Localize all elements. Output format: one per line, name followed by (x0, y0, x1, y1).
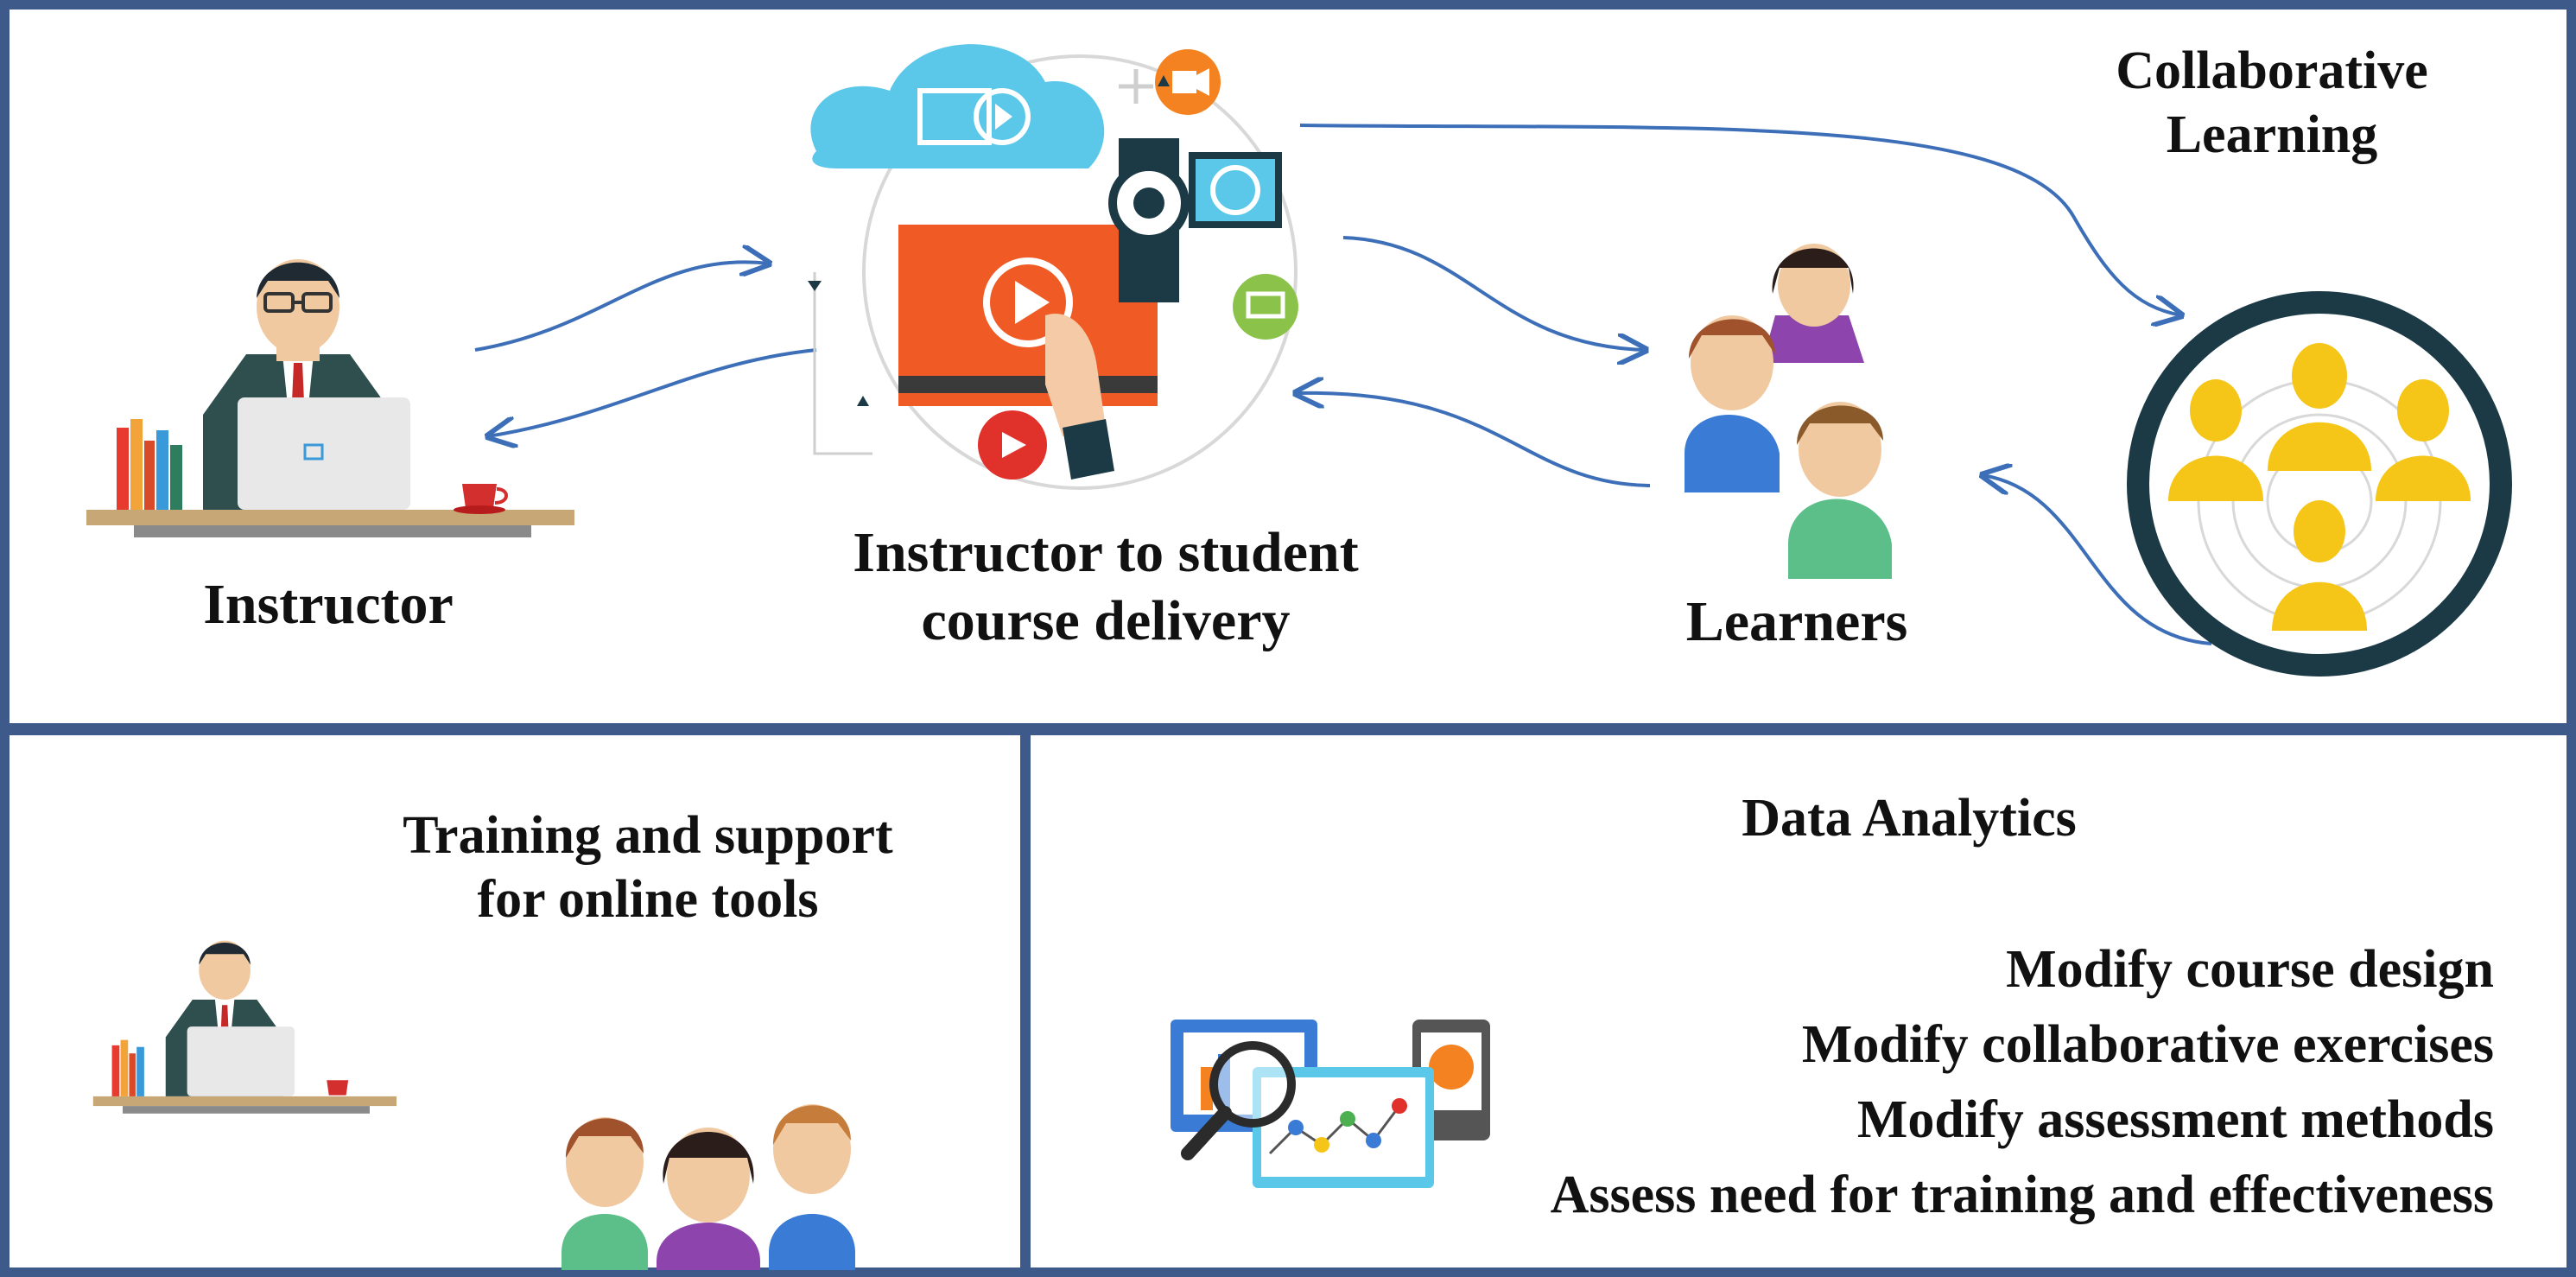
flow-arrows (474, 124, 2212, 645)
analytics-item-3: Modify assessment methods (1856, 1090, 2494, 1149)
instructor-label: Instructor (203, 573, 454, 636)
delivery-label: Instructor to student course delivery (760, 518, 1451, 655)
learners-label: Learners (1685, 590, 1908, 653)
arrow-delivery-to-collab (1299, 124, 2181, 315)
learners-illustration (1685, 244, 1892, 579)
arrow-instructor-to-delivery (474, 262, 769, 352)
analytics-item-1: Modify course design (2006, 940, 2494, 999)
course-delivery-illustration (808, 44, 1298, 490)
arrow-learners-to-delivery (1296, 393, 1651, 487)
delivery-label-line2: course delivery (921, 589, 1291, 653)
training-title-line1: Training and support (403, 806, 893, 865)
arrow-delivery-to-learners (1342, 236, 1646, 350)
small-instructor-illustration (92, 940, 397, 1114)
small-learners-illustration (562, 1104, 855, 1270)
training-title: Training and support for online tools (320, 804, 976, 932)
analytics-illustration (1171, 1020, 1490, 1188)
analytics-item-4: Assess need for training and effectivene… (1550, 1166, 2494, 1224)
data-analytics-title: Data Analytics (1742, 789, 2077, 848)
collab-label-line1: Collaborative (2116, 41, 2428, 100)
arrow-delivery-to-instructor (488, 348, 817, 436)
analytics-item-2: Modify collaborative exercises (1801, 1015, 2494, 1074)
collaborative-learning-icon (2127, 291, 2512, 677)
delivery-label-line1: Instructor to student (853, 521, 1359, 584)
arrow-collab-to-learners (1983, 475, 2212, 645)
top-panel (0, 0, 2576, 733)
collab-label-line2: Learning (2166, 105, 2378, 165)
instructor-illustration (86, 259, 574, 537)
bottom-left-panel (0, 726, 1030, 1277)
collab-label: Collaborative Learning (1961, 39, 2576, 168)
training-title-line2: for online tools (477, 870, 819, 930)
